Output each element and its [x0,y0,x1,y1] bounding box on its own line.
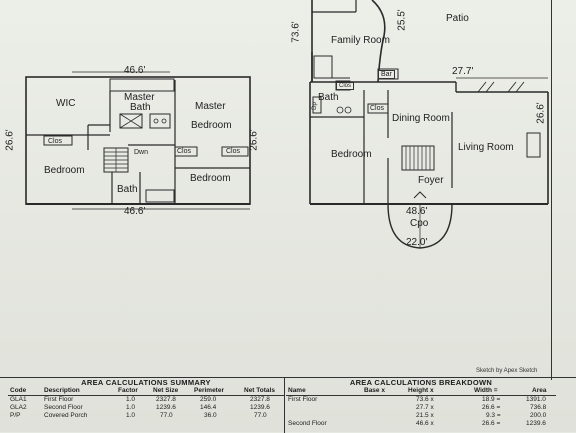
top-width-dimension: 27.7' [452,66,474,77]
left-side-dimension: 26.6' [4,129,16,151]
table-row: Second Floor 46.6 x 26.6 = 1239.6 [286,420,556,428]
table-row: GLA2 Second Floor 1.0 1239.6 146.4 1239.… [8,404,284,412]
breakdown-cell: 9.3 = [486,412,501,419]
bottom-width-dimension: 22.0' [406,237,428,248]
breakdown-header-cell: Width = [474,387,498,394]
room-closet-right: Clos [226,148,241,155]
room-bedroom-left: Bedroom [44,165,85,176]
sketch-credit: Sketch by Apex Sketch [476,368,538,374]
summary-cell: 1.0 [126,412,136,419]
left-bottom-dimension: 46.6' [124,206,146,217]
room-living-room: Living Room [458,142,514,153]
summary-header-cell: Net Size [153,387,179,394]
room-master-bedroom-line1: Master [195,101,226,112]
summary-cell: 1239.6 [250,404,270,411]
breakdown-header-cell: Base x [364,387,385,394]
room-bath-first-floor: Bath [318,92,339,103]
room-master-bath-line1: Master [124,92,155,103]
room-closet-top: Clos [336,82,355,90]
room-family-room: Family Room [331,35,390,46]
table-row: 27.7 x 26.6 = 736.8 [286,404,556,412]
summary-cell: 2327.8 [156,396,176,403]
breakdown-header-row: Name Base x Height x Width = Area [286,387,556,396]
room-covered-porch: Cpo [410,218,429,229]
breakdown-cell: 26.6 = [482,420,501,427]
breakdown-cell: Second Floor [288,420,327,427]
area-breakdown-table: AREA CALCULATIONS BREAKDOWN Name Base x … [286,378,556,433]
summary-cell: 259.0 [200,396,217,403]
page-border-right [551,0,552,380]
breakdown-header-cell: Height x [408,387,434,394]
right-height-dimension: 26.6' [535,102,547,124]
breakdown-cell: 73.6 x [416,396,434,403]
room-master-bath-line2: Bath [130,102,151,113]
room-foyer: Foyer [418,175,444,186]
room-bath: Bath [117,184,138,195]
summary-cell: 146.4 [200,404,217,411]
summary-cell: 36.0 [204,412,217,419]
family-right-dimension: 25.5' [396,9,408,31]
room-closet-mid: Clos [177,148,192,155]
table-row: 21.5 x 9.3 = 200.0 [286,412,556,420]
room-bedroom-right: Bedroom [190,173,231,184]
breakdown-header-cell: Area [532,387,547,394]
table-row: First Floor 73.6 x 18.9 = 1391.0 [286,396,556,404]
breakdown-cell: 18.9 = [482,396,501,403]
room-dp: Dp [311,102,318,110]
room-bedroom-first-floor: Bedroom [331,149,372,160]
breakdown-cell: 21.5 x [416,412,434,419]
area-summary-table: AREA CALCULATIONS SUMMARY Code Descripti… [8,378,285,433]
summary-cell: First Floor [44,396,74,403]
summary-cell: P/P [10,412,21,419]
area-calculations-section: AREA CALCULATIONS SUMMARY Code Descripti… [0,377,576,433]
summary-header-row: Code Description Factor Net Size Perimet… [8,387,284,396]
summary-cell: 2327.8 [250,396,270,403]
right-side-dimension: 26.6' [248,129,260,151]
summary-cell: 1239.6 [156,404,176,411]
porch-width-dimension: 48.6' [406,206,428,217]
summary-cell: 77.0 [254,412,267,419]
breakdown-cell: 27.7 x [416,404,434,411]
summary-header-cell: Perimeter [194,387,224,394]
breakdown-cell: 736.8 [530,404,547,411]
summary-header-cell: Code [10,387,27,394]
room-patio: Patio [446,13,469,24]
summary-cell: GLA1 [10,396,27,403]
breakdown-header-cell: Name [288,387,306,394]
stair-down-label: Dwn [134,149,149,156]
room-closet-left: Clos [48,138,63,145]
summary-cell: GLA2 [10,404,27,411]
breakdown-cell: 1391.0 [526,396,546,403]
summary-title: AREA CALCULATIONS SUMMARY [81,378,211,387]
summary-header-cell: Factor [118,387,138,394]
summary-header-cell: Description [44,387,80,394]
summary-cell: 1.0 [126,404,136,411]
breakdown-cell: 46.6 x [416,420,434,427]
left-top-dimension: 46.6' [124,65,146,76]
breakdown-cell: First Floor [288,396,318,403]
breakdown-cell: 26.6 = [482,404,501,411]
summary-header-cell: Net Totals [244,387,275,394]
room-closet-first-floor: Clos [370,105,385,112]
room-master-bedroom-line2: Bedroom [191,120,232,131]
summary-cell: Covered Porch [44,412,88,419]
summary-cell: 77.0 [160,412,173,419]
family-height-dimension: 73.6' [290,21,302,43]
table-row: P/P Covered Porch 1.0 77.0 36.0 77.0 [8,412,284,420]
summary-cell: Second Floor [44,404,83,411]
room-bar: Bar [378,70,395,79]
table-row: GLA1 First Floor 1.0 2327.8 259.0 2327.8 [8,396,284,404]
room-wic: WIC [56,98,76,109]
room-dining-room: Dining Room [392,113,450,124]
breakdown-cell: 200.0 [530,412,547,419]
summary-cell: 1.0 [126,396,136,403]
breakdown-cell: 1239.6 [526,420,546,427]
breakdown-title: AREA CALCULATIONS BREAKDOWN [349,378,493,387]
